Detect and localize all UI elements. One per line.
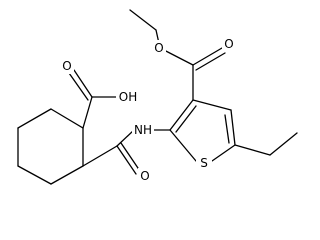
bond-amide-c-o-double-b [120,142,141,172]
bond-ester-ch2-ch3 [129,9,157,31]
thiophene-ring [169,99,236,162]
bond-ester-c-o-double-b [195,52,226,71]
thiophene-sulfur-label: S [200,156,208,170]
bond-th-c4-c5-inner [224,114,230,144]
cyclohexane-ring [17,108,84,185]
carboxylic-acid-group [68,69,119,129]
bond-ring3 [50,165,84,185]
bond-ring1 [50,108,84,129]
bond-ester-c-o-double-a [192,47,223,66]
bond-th-c2-c3-inner [175,105,197,133]
bond-th-c5-s [211,144,236,162]
bond-amide-c-o-double-a [116,145,137,175]
amide-nh-label: NH [134,123,152,137]
bond-acid-c-o-double-a [73,69,93,98]
amide-group [82,129,171,175]
bond-ring-to-amide [82,145,118,167]
bond-th-c2-c3 [169,99,194,131]
bond-ring6 [17,108,52,129]
bond-ring-to-acid [82,96,93,129]
ethyl-ester-group [129,9,226,101]
bond-ring4 [17,165,52,185]
amide-carbonyl-oxygen-label: O [140,169,149,183]
bond-th-to-ethyl [234,144,271,156]
bond-acid-c-o-double-b [68,72,89,101]
atom-labels: O OH NH O S O O [60,36,236,184]
acid-hydroxyl-label: OH [119,90,137,104]
bond-th-s-c2 [169,129,197,162]
bond-amide-c-n [116,129,135,147]
bond-th-c4-c5 [230,109,236,146]
chemical-structure: O OH NH O S O O [17,9,298,185]
acid-carbonyl-oxygen-label: O [62,59,71,73]
bond-ethyl-ch2-ch3 [269,132,298,156]
ethyl-substituent [234,132,298,156]
ester-ether-oxygen-label: O [154,41,163,55]
bond-th-c3-c4 [192,99,232,111]
ester-carbonyl-oxygen-label: O [224,37,233,51]
